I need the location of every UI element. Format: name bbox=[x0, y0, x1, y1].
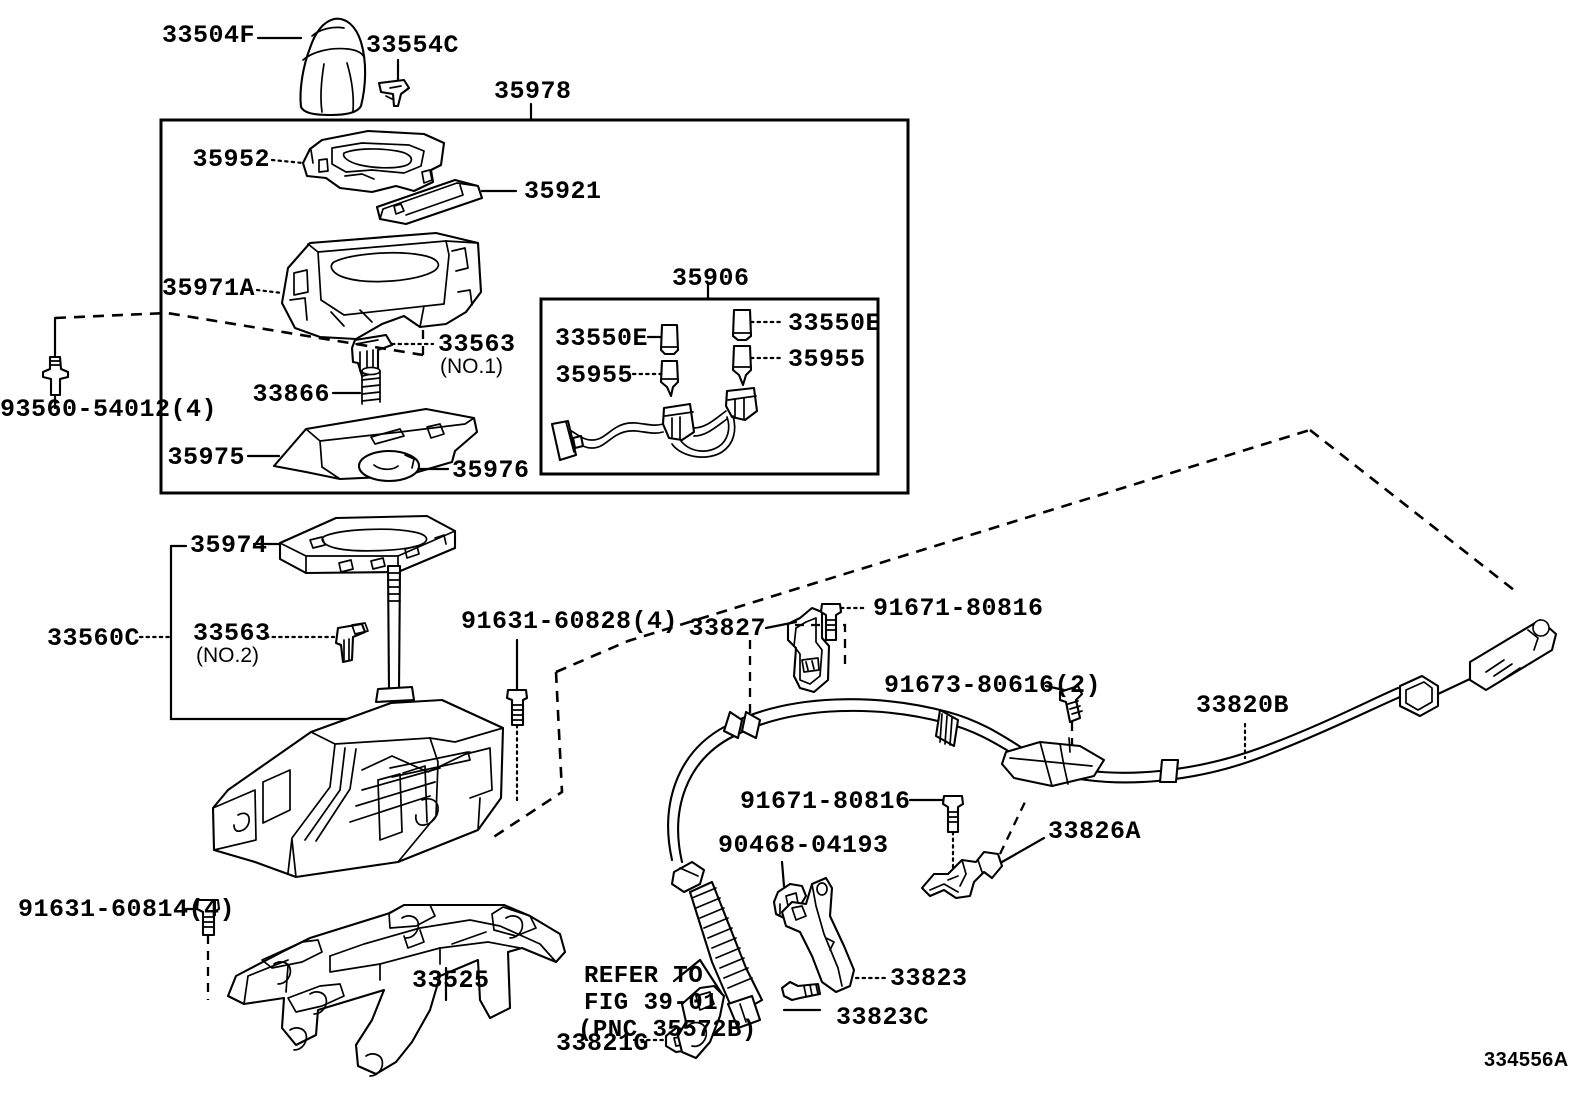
install-path-33826A bbox=[998, 799, 1028, 855]
label-33827: 33827 bbox=[688, 614, 766, 643]
label-33823C: 33823C bbox=[836, 1003, 930, 1032]
lever-33823-art bbox=[780, 876, 856, 994]
label-33826A: 33826A bbox=[1048, 817, 1142, 846]
label-35955-left: 35955 bbox=[555, 361, 633, 390]
clamp-33827-art bbox=[786, 606, 831, 694]
plate-35974-art bbox=[278, 514, 457, 575]
label-33866: 33866 bbox=[252, 380, 330, 409]
label-33821G: 33821G bbox=[556, 1029, 650, 1058]
label-33563-no1-sub: (NO.1) bbox=[440, 355, 503, 378]
label-93560-54012: 93560-54012(4) bbox=[0, 395, 218, 424]
shift-rod-art bbox=[374, 564, 416, 704]
socket-right-art bbox=[731, 344, 753, 387]
leader-91673-80616 bbox=[1044, 684, 1066, 692]
assembly-box-35978 bbox=[159, 102, 910, 495]
leader-90468 bbox=[780, 860, 786, 888]
cable-support-plate-art bbox=[1000, 737, 1106, 788]
label-90468-04193: 90468-04193 bbox=[718, 831, 889, 860]
refer-note-line1: REFER TO bbox=[584, 963, 704, 990]
bolt-91671-80816-low-art bbox=[941, 794, 965, 834]
assembly-box-35906 bbox=[539, 281, 880, 476]
label-33823: 33823 bbox=[890, 964, 968, 993]
view-polygon-top bbox=[555, 428, 1311, 674]
label-35906: 35906 bbox=[672, 264, 750, 293]
leader-35952 bbox=[270, 158, 305, 165]
label-91631-60828: 91631-60828(4) bbox=[461, 607, 679, 636]
leader-33826A bbox=[1000, 836, 1046, 864]
socket-left-art bbox=[659, 359, 680, 398]
shift-knob-art bbox=[299, 17, 367, 117]
bolt-91631-60828-art bbox=[505, 688, 529, 727]
label-33550E-right: 33550E bbox=[788, 309, 882, 338]
leader-refer-to bbox=[698, 958, 724, 996]
bracket-33826a-art bbox=[920, 850, 1004, 900]
label-91671-80816-low: 91671-80816 bbox=[740, 787, 911, 816]
bolt-91671-80816-top-art bbox=[819, 602, 843, 642]
bracket-33525-art bbox=[226, 903, 567, 1077]
bulb-right-art bbox=[731, 308, 753, 342]
label-33560C: 33560C bbox=[46, 624, 140, 653]
cover-button-art bbox=[357, 449, 421, 483]
lever-housing-art bbox=[211, 698, 505, 879]
label-33563-no2: 33563 bbox=[193, 619, 271, 648]
label-35971A: 35971A bbox=[161, 274, 255, 303]
label-91673-80616: 91673-80616(2) bbox=[884, 671, 1102, 700]
install-path-33827-b bbox=[795, 623, 847, 670]
refer-note-line3: (PNC 35572B) bbox=[578, 1017, 757, 1044]
leader-33827 bbox=[764, 620, 798, 630]
label-35921: 35921 bbox=[524, 177, 602, 206]
label-91671-80816-top: 91671-80816 bbox=[873, 594, 1044, 623]
bracket-33560C-line bbox=[138, 544, 392, 721]
cable-33820b-art bbox=[667, 618, 1558, 864]
knob-clip-art bbox=[377, 78, 411, 108]
cover-art bbox=[272, 407, 479, 481]
wire-harness-art bbox=[550, 386, 759, 462]
label-35952: 35952 bbox=[192, 145, 270, 174]
spring-art bbox=[361, 366, 381, 405]
bolt-91673-80616-art bbox=[1058, 684, 1084, 724]
view-polygon-left bbox=[491, 671, 564, 840]
bulb-left-art bbox=[659, 323, 680, 356]
install-path-93560 bbox=[54, 311, 424, 357]
view-polygon-right bbox=[1309, 428, 1520, 596]
label-33563-no1: 33563 bbox=[438, 330, 516, 359]
bolt-91631-60814-art bbox=[195, 898, 221, 937]
bolt-33823c-art bbox=[780, 980, 822, 1002]
figure-code: 334556A bbox=[1484, 1049, 1569, 1071]
label-33525: 33525 bbox=[412, 966, 490, 995]
leader-35971A bbox=[255, 288, 284, 295]
lens-art bbox=[375, 178, 484, 226]
label-33504F: 33504F bbox=[161, 21, 255, 50]
label-33820B: 33820B bbox=[1196, 691, 1290, 720]
label-33554C: 33554C bbox=[366, 31, 460, 60]
label-33550E-left: 33550E bbox=[554, 324, 648, 353]
indicator-plate-art bbox=[301, 129, 446, 194]
spring-clip-no2-art bbox=[334, 622, 369, 664]
label-91631-60814: 91631-60814(4) bbox=[18, 895, 236, 924]
shackle-plate-art bbox=[676, 984, 726, 1060]
label-33563-no2-sub: (NO.2) bbox=[196, 644, 259, 667]
label-35975: 35975 bbox=[167, 443, 245, 472]
label-35974: 35974 bbox=[190, 531, 268, 560]
label-35955-right: 35955 bbox=[788, 345, 866, 374]
label-35978: 35978 bbox=[494, 77, 572, 106]
bolt-93560-art bbox=[41, 355, 70, 397]
leader-refer-line bbox=[672, 958, 702, 983]
label-35976: 35976 bbox=[452, 456, 530, 485]
shift-housing-art bbox=[280, 231, 483, 341]
refer-note-line2: FIG 39-01 bbox=[584, 990, 719, 1017]
